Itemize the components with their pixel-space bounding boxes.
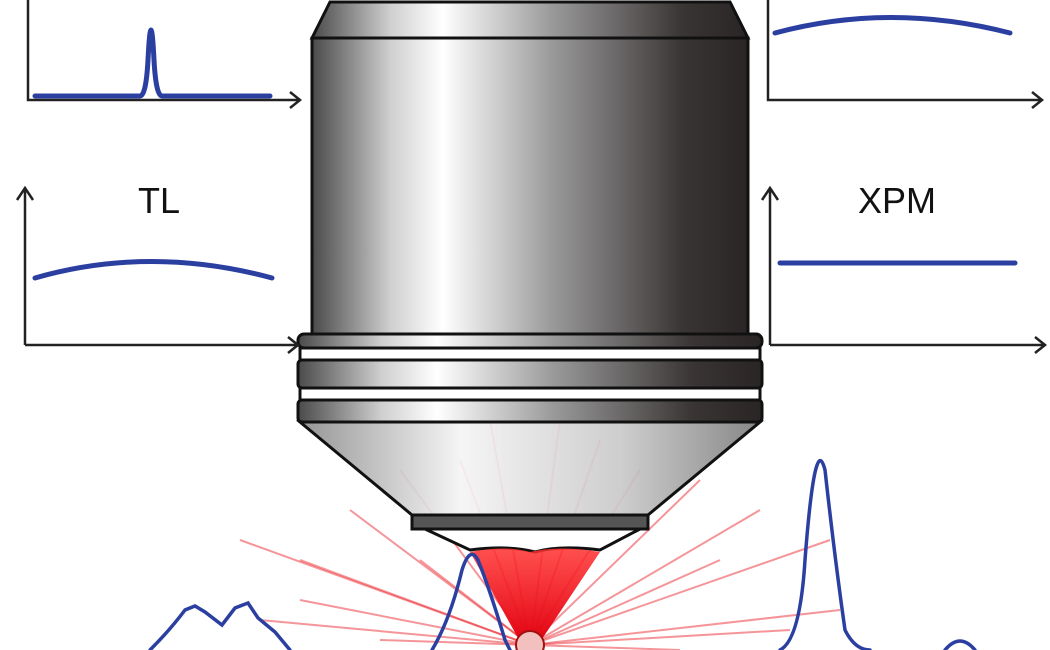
light-ray <box>299 559 531 646</box>
objective-lens <box>295 0 765 554</box>
light-ray <box>529 644 681 650</box>
curve-top-right <box>772 15 1013 36</box>
light-ray <box>529 559 721 646</box>
curve-top-left-peak <box>32 27 273 99</box>
light-ray <box>379 639 531 646</box>
light-ray <box>299 599 531 646</box>
xpm-label: XPM <box>858 180 937 221</box>
light-ray <box>529 479 701 646</box>
axis-xpm <box>760 185 1048 354</box>
focused-laser-beam <box>470 548 600 645</box>
signal-curves <box>32 15 1018 650</box>
light-ray <box>529 609 841 646</box>
light-ray <box>529 539 831 646</box>
curve-spectrum <box>148 458 977 650</box>
light-ray <box>239 539 531 646</box>
focal-spot <box>515 630 545 650</box>
light-ray <box>529 509 761 646</box>
curve-tl <box>32 259 275 281</box>
light-ray <box>529 629 791 646</box>
tl-label: TL <box>138 180 181 221</box>
light-ray <box>419 559 531 646</box>
plot-axes <box>15 0 1048 354</box>
axis-top-right <box>766 0 1045 109</box>
axis-top-left <box>26 0 303 109</box>
axis-tl <box>15 185 301 354</box>
light-ray <box>259 619 531 646</box>
